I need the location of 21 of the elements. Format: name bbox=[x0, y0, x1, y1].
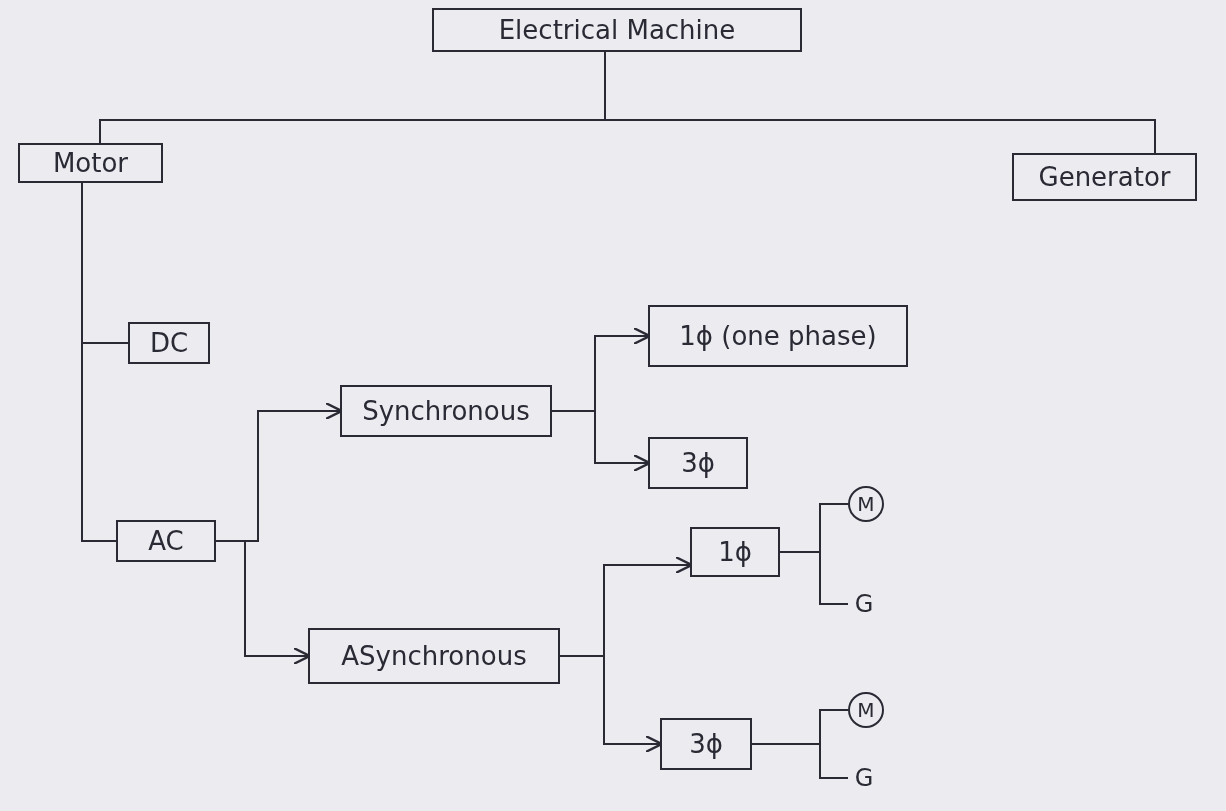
connector-line bbox=[751, 743, 849, 779]
connector-line bbox=[779, 551, 849, 605]
connector-line bbox=[604, 51, 1156, 154]
node-label: G bbox=[848, 586, 880, 622]
circle-node: M bbox=[848, 692, 884, 728]
node-box: Synchronous bbox=[340, 385, 552, 437]
node-box: Motor bbox=[18, 143, 163, 183]
node-box: ASynchronous bbox=[308, 628, 560, 684]
node-box: AC bbox=[116, 520, 216, 562]
node-box: Generator bbox=[1012, 153, 1197, 201]
node-box: DC bbox=[128, 322, 210, 364]
node-label: G bbox=[848, 760, 880, 796]
arrow bbox=[551, 410, 651, 473]
node-box: Electrical Machine bbox=[432, 8, 802, 52]
node-box: 3ϕ bbox=[648, 437, 748, 489]
node-box: 1ϕ (one phase) bbox=[648, 305, 908, 367]
arrow bbox=[215, 540, 311, 666]
circle-node: M bbox=[848, 486, 884, 522]
connector-line bbox=[81, 182, 117, 542]
node-box: 3ϕ bbox=[660, 718, 752, 770]
node-box: 1ϕ bbox=[690, 527, 780, 577]
